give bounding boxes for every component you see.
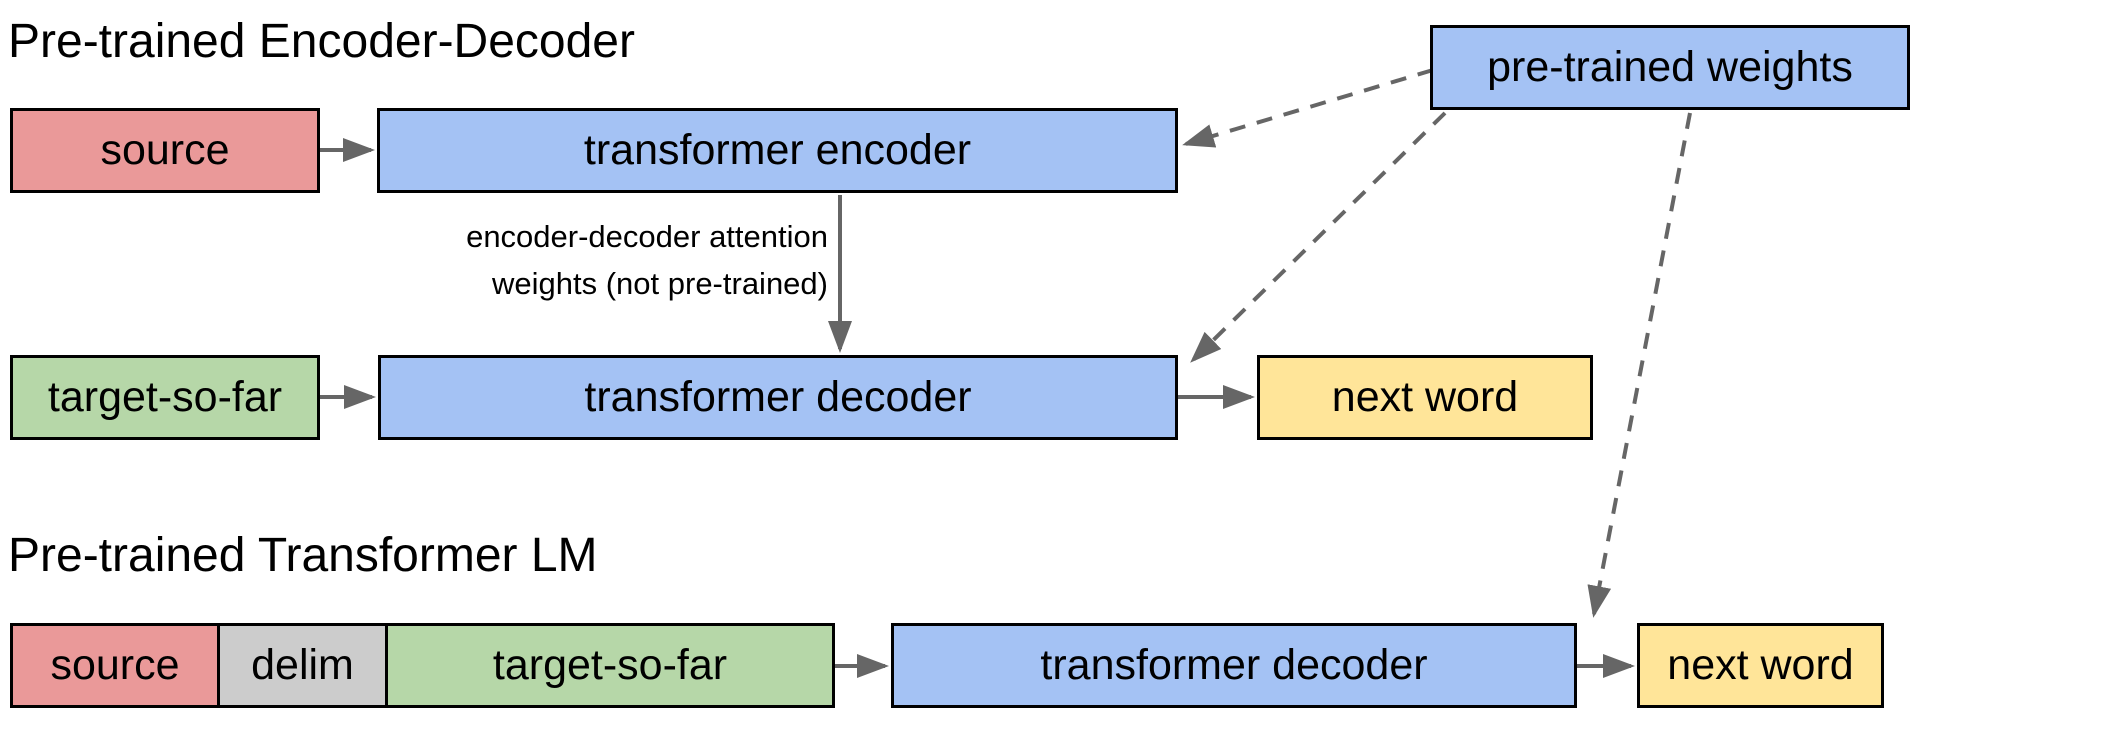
next-word-box-lm: next word <box>1637 623 1884 708</box>
dashed-arrow-weights-to-decoder <box>1190 111 1447 363</box>
dashed-arrow-weights-to-encoder <box>1182 68 1434 148</box>
source-box-lm: source <box>10 623 220 708</box>
target-so-far-box-top: target-so-far <box>10 355 320 440</box>
section-title-encoder-decoder: Pre-trained Encoder-Decoder <box>8 15 635 68</box>
source-box-top: source <box>10 108 320 193</box>
transformer-decoder-box-top: transformer decoder <box>378 355 1178 440</box>
transformer-encoder-box: transformer encoder <box>377 108 1178 193</box>
pretrained-weights-box: pre-trained weights <box>1430 25 1910 110</box>
next-word-box-top: next word <box>1257 355 1593 440</box>
target-so-far-box-lm: target-so-far <box>385 623 835 708</box>
attention-note-line2: weights (not pre-trained) <box>492 266 828 301</box>
attention-note: encoder-decoder attention weights (not p… <box>228 213 828 307</box>
section-title-transformer-lm: Pre-trained Transformer LM <box>8 529 598 582</box>
transformer-decoder-box-lm: transformer decoder <box>891 623 1577 708</box>
dashed-arrow-weights-to-decoder-lm <box>1587 112 1692 618</box>
attention-note-line1: encoder-decoder attention <box>466 219 828 254</box>
delim-box-lm: delim <box>217 623 388 708</box>
